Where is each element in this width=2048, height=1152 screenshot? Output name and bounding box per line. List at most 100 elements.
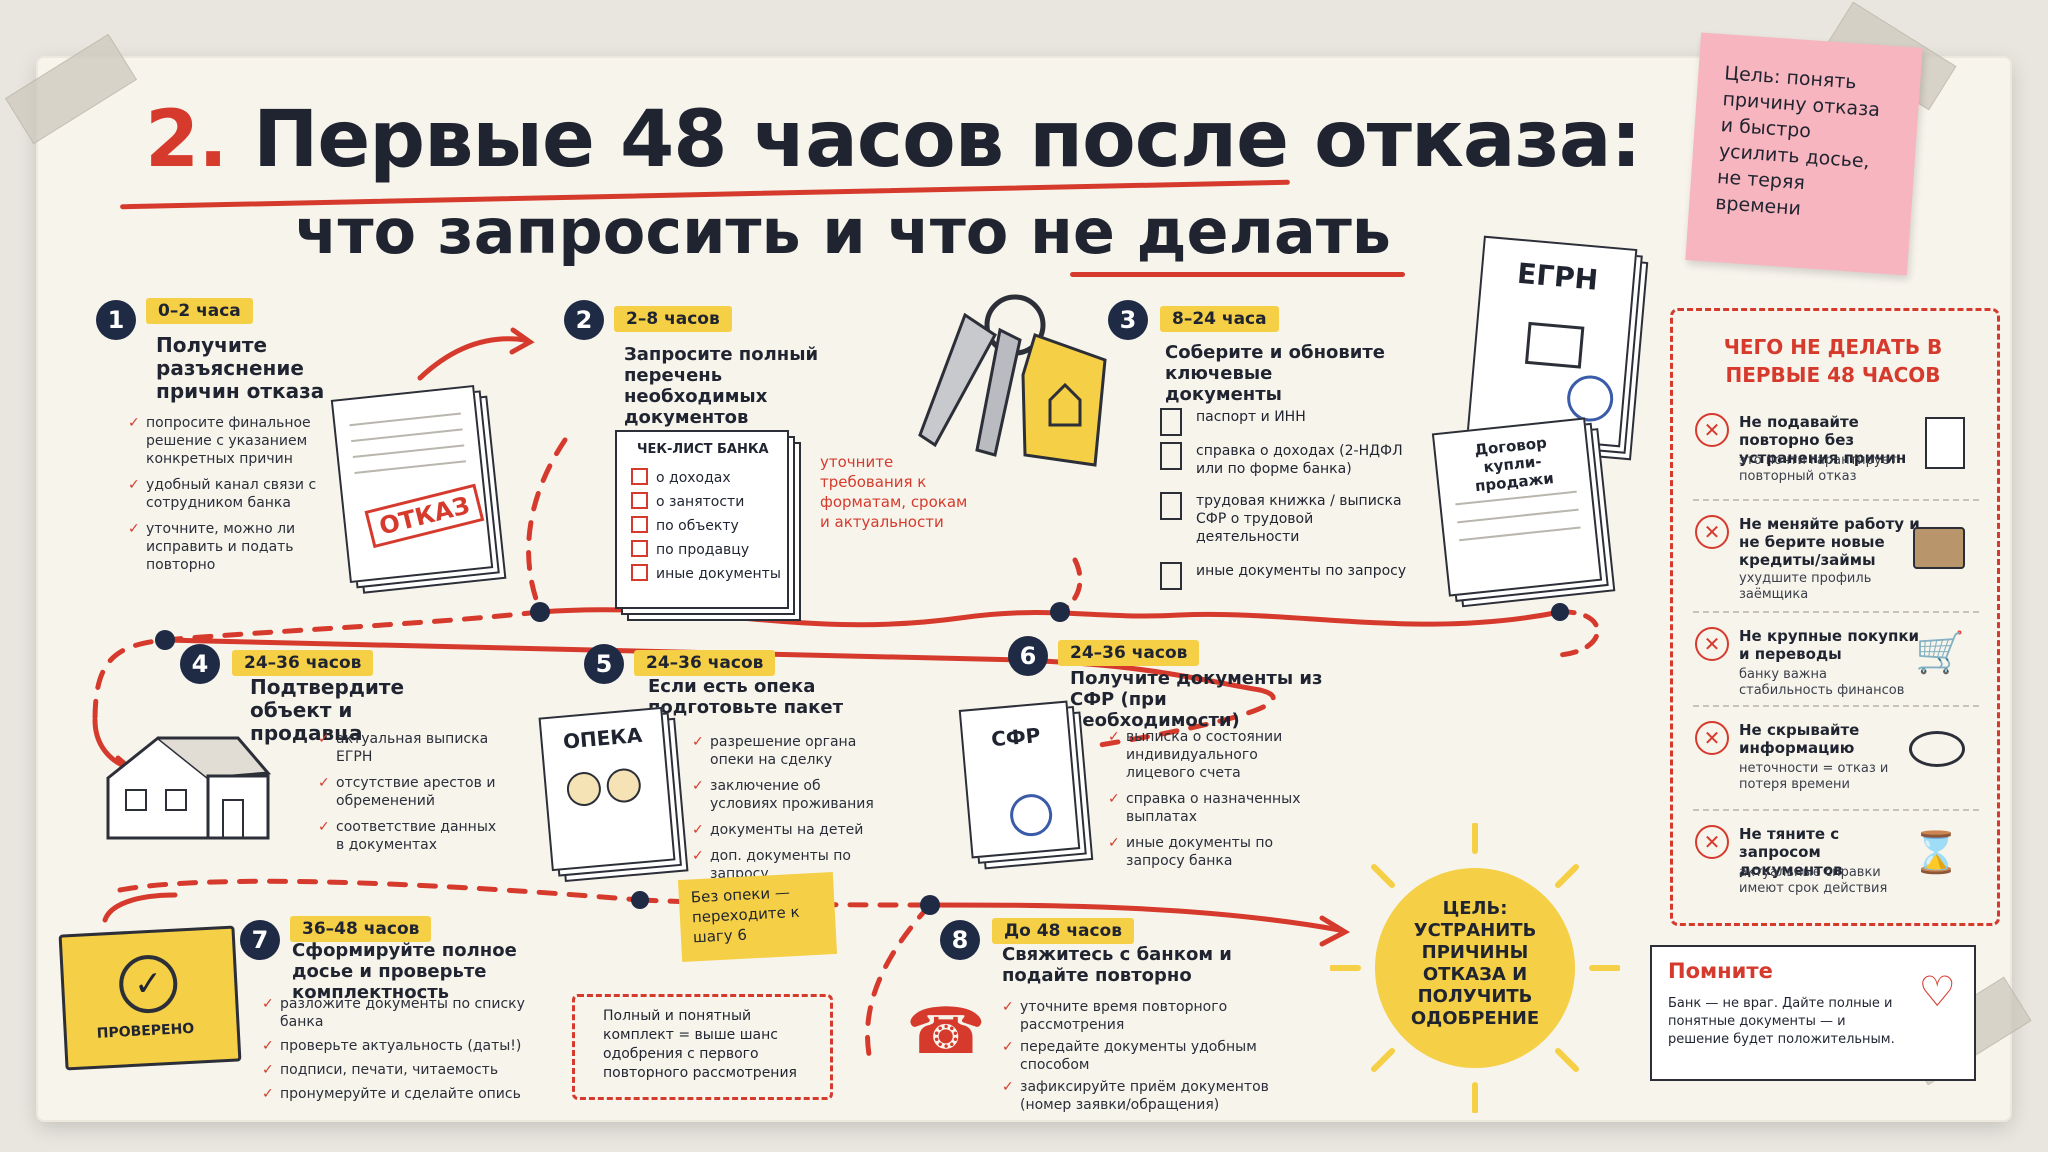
sun-rays bbox=[1330, 823, 1620, 1113]
step-7-bullets: разложите документы по списку банка пров… bbox=[262, 995, 562, 1109]
dont-item-subtitle: банку важна стабильность финансов bbox=[1739, 667, 1905, 698]
goal-sun: ЦЕЛЬ: УСТРАНИТЬ ПРИЧИНЫ ОТКАЗА И ПОЛУЧИТ… bbox=[1375, 868, 1575, 1068]
egrn-label: ЕГРН bbox=[1515, 256, 1600, 297]
page-title: 2. Первые 48 часов после отказа: bbox=[145, 95, 1642, 185]
title-line1: Первые 48 часов после отказа: bbox=[253, 95, 1642, 185]
checklist-item-label: иные документы bbox=[656, 566, 781, 582]
seal-icon bbox=[1008, 792, 1054, 838]
step-4-bullets: актуальная выписка ЕГРН отсутствие арест… bbox=[318, 730, 498, 862]
document-icon bbox=[1160, 492, 1182, 520]
step-6-bullets: выписка о состоянии индивидуального лице… bbox=[1108, 728, 1323, 878]
step-2-time: 2–8 часов bbox=[614, 306, 732, 332]
step-6-bullet: иные документы по запросу банка bbox=[1108, 834, 1323, 870]
tip-box-text: Полный и понятный комплект = выше шанс о… bbox=[603, 1008, 797, 1081]
step-5-bullet: разрешение органа опеки на сделку bbox=[692, 733, 892, 769]
doc-item: паспорт и ИНН bbox=[1160, 408, 1420, 436]
step-8-badge: 8 bbox=[940, 920, 980, 960]
step-7-heading: Сформируйте полное досье и проверьте ком… bbox=[292, 940, 517, 1003]
purchase-contract-document: Договор купли-продажи bbox=[1431, 417, 1603, 597]
keys-illustration bbox=[918, 294, 1107, 467]
verified-label: ПРОВЕРЕНО bbox=[96, 1020, 195, 1042]
dont-item-title: Не подавайте повторно без устранения при… bbox=[1739, 413, 1907, 467]
skip-step-note-text: Без опеки — переходите к шагу 6 bbox=[690, 883, 801, 947]
remember-box: Помните Банк — не враг. Дайте полные и п… bbox=[1650, 945, 1976, 1081]
donts-title: ЧЕГО НЕ ДЕЛАТЬ В ПЕРВЫЕ 48 ЧАСОВ bbox=[1723, 335, 1943, 387]
subtitle-underline bbox=[1070, 272, 1405, 277]
dont-item-subtitle: это почти гарантирует повторный отказ bbox=[1739, 453, 1898, 484]
step-3-time: 8–24 часа bbox=[1160, 306, 1279, 332]
house-illustration bbox=[106, 736, 272, 840]
step-8-heading: Свяжитесь с банком и подайте повторно bbox=[1002, 944, 1232, 986]
dont-item-subtitle: ухудшите профиль заёмщика bbox=[1739, 571, 1872, 602]
x-mark-icon: ✕ bbox=[1695, 627, 1729, 661]
step-4-bullet: соответствие данных в документах bbox=[318, 818, 498, 854]
step-6-badge: 6 bbox=[1008, 636, 1048, 676]
briefcase-ruble-icon bbox=[1913, 527, 1965, 569]
step-6-bullet: выписка о состоянии индивидуального лице… bbox=[1108, 728, 1323, 782]
step-1-bullets: попросите финальное решение с указанием … bbox=[128, 414, 318, 582]
doc-item: трудовая книжка / выписка СФР о трудовой… bbox=[1160, 492, 1420, 546]
checklist-item: о занятости bbox=[631, 492, 781, 511]
checklist-item: иные документы bbox=[631, 564, 781, 583]
step-4-bullet: отсутствие арестов и обременений bbox=[318, 774, 498, 810]
x-mark-icon: ✕ bbox=[1695, 721, 1729, 755]
phone-icon: ☎ bbox=[906, 995, 986, 1069]
dont-item-title: Не меняйте работу и не берите новые кред… bbox=[1739, 515, 1920, 569]
step-6-heading: Получите документы из СФР (при необходим… bbox=[1070, 668, 1323, 731]
step-8-bullet: передайте документы удобным способом bbox=[1002, 1038, 1302, 1074]
step-1-heading: Получите разъяснение причин отказа bbox=[156, 333, 325, 403]
step-4-bullet: актуальная выписка ЕГРН bbox=[318, 730, 498, 766]
step-7-badge: 7 bbox=[240, 920, 280, 960]
checkmark-icon: ✓ bbox=[117, 953, 179, 1015]
hourglass-icon: ⌛ bbox=[1911, 830, 1961, 876]
remember-title: Помните bbox=[1668, 959, 1773, 983]
checklist-item-label: по объекту bbox=[656, 518, 739, 534]
checklist-title: ЧЕК-ЛИСТ БАНКА bbox=[637, 442, 769, 457]
title-line2-part2: не делать bbox=[1030, 195, 1391, 268]
bank-checklist-document: ЧЕК-ЛИСТ БАНКА о доходах о занятости по … bbox=[615, 430, 789, 609]
document-reject-icon bbox=[1925, 417, 1965, 469]
step-8-bullets: уточните время повторного рассмотрения п… bbox=[1002, 998, 1302, 1122]
document-icon bbox=[1160, 562, 1182, 590]
dont-item: ✕ Не подавайте повторно без устранения п… bbox=[1695, 413, 1979, 493]
dont-item: ✕ Не тяните с запросом документов актуал… bbox=[1695, 825, 1979, 905]
doc-item: справка о доходах (2-НДФЛ или по форме б… bbox=[1160, 442, 1420, 478]
step-8-bullet: зафиксируйте приём документов (номер зая… bbox=[1002, 1078, 1302, 1114]
dont-item: ✕ Не крупные покупки и переводы банку ва… bbox=[1695, 627, 1979, 698]
step-5-bullets: разрешение органа опеки на сделку заключ… bbox=[692, 733, 892, 891]
document-icon bbox=[1160, 442, 1182, 470]
guardianship-document: ОПЕКА bbox=[538, 706, 676, 872]
checklist-item-label: о занятости bbox=[656, 494, 745, 510]
step-5-bullet: документы на детей bbox=[692, 821, 892, 839]
step-7-time: 36–48 часов bbox=[290, 916, 432, 942]
step-3-docs-list: паспорт и ИНН справка о доходах (2-НДФЛ … bbox=[1160, 408, 1420, 590]
step-1-badge: 1 bbox=[96, 300, 136, 340]
guardianship-label: ОПЕКА bbox=[562, 722, 644, 754]
verified-folder: ✓ ПРОВЕРЕНО bbox=[58, 925, 242, 1071]
dont-item-subtitle: актуальные справки имеют срок действия bbox=[1739, 865, 1888, 896]
step-6-bullet: справка о назначенных выплатах bbox=[1108, 790, 1323, 826]
dont-item-title: Не тяните с запросом документов bbox=[1739, 825, 1843, 879]
child-face-icon bbox=[565, 770, 603, 808]
doc-item-label: справка о доходах (2-НДФЛ или по форме б… bbox=[1196, 443, 1403, 477]
x-mark-icon: ✕ bbox=[1695, 825, 1729, 859]
remember-text: Банк — не враг. Дайте полные и понятные … bbox=[1668, 996, 1895, 1047]
checklist-item: по продавцу bbox=[631, 540, 781, 559]
dont-item: ✕ Не меняйте работу и не берите новые кр… bbox=[1695, 515, 1979, 602]
step-7-bullet: подписи, печати, читаемость bbox=[262, 1061, 562, 1079]
title-line2-part1: что запросить и что bbox=[295, 195, 1009, 268]
dont-item-title: Не крупные покупки и переводы bbox=[1739, 627, 1920, 663]
checklist-item-label: о доходах bbox=[656, 470, 731, 486]
page-subtitle: что запросить и что не делать bbox=[295, 195, 1391, 268]
checklist-item: о доходах bbox=[631, 468, 781, 487]
skip-step-note: Без опеки — переходите к шагу 6 bbox=[677, 872, 838, 962]
checklist-item: по объекту bbox=[631, 516, 781, 535]
checklist-list: о доходах о занятости по объекту по прод… bbox=[631, 468, 781, 583]
child-face-icon bbox=[605, 767, 643, 804]
step-2-heading: Запросите полный перечень необходимых до… bbox=[624, 344, 819, 428]
tip-box: Полный и понятный комплект = выше шанс о… bbox=[572, 994, 833, 1100]
step-5-bullet: заключение об условиях проживания bbox=[692, 777, 892, 813]
egrn-document: ЕГРН bbox=[1466, 235, 1638, 448]
doc-item-label: иные документы по запросу bbox=[1196, 563, 1407, 579]
step-3-heading: Соберите и обновите ключевые документы bbox=[1165, 342, 1386, 405]
